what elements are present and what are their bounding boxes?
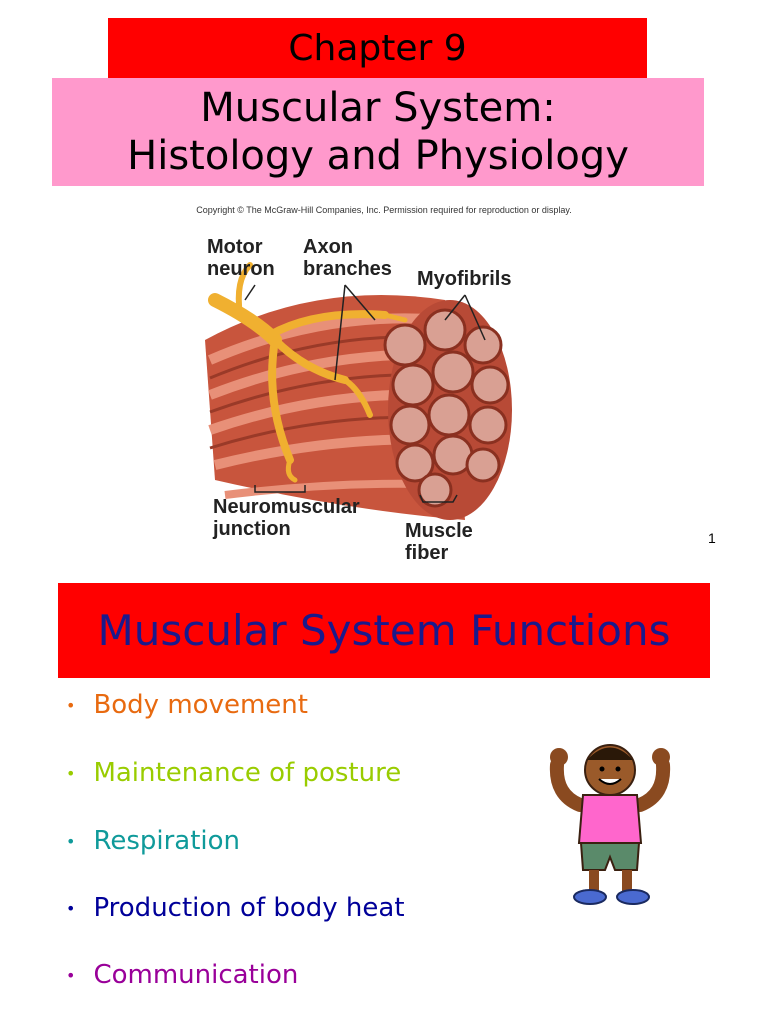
bullet-dot: • <box>66 763 76 783</box>
label-muscle-fiber: Muscle fiber <box>405 520 473 564</box>
bullet-item: • Communication <box>66 960 298 990</box>
page-number: 1 <box>708 530 716 546</box>
muscle-anatomy-figure: Motor neuron Axon branches Myofibrils Ne… <box>195 220 575 580</box>
title-line-1: Muscular System: <box>200 85 556 131</box>
functions-title-banner: Muscular System Functions <box>58 583 710 678</box>
bullet-dot: • <box>66 965 76 985</box>
bullet-item: • Production of body heat <box>66 893 405 923</box>
label-nmj-line1: Neuromuscular <box>213 496 360 518</box>
label-axon-branches: Axon branches <box>303 236 392 280</box>
chapter-banner: Chapter 9 <box>108 18 647 78</box>
bullet-text: Respiration <box>93 826 241 856</box>
label-motor-neuron-line1: Motor <box>207 236 263 258</box>
bullet-item: • Body movement <box>66 690 308 720</box>
functions-title: Muscular System Functions <box>97 606 671 655</box>
copyright-notice: Copyright © The McGraw-Hill Companies, I… <box>196 205 572 215</box>
label-muscle-fiber-line1: Muscle <box>405 520 473 542</box>
label-axon-branches-line2: branches <box>303 258 392 280</box>
strong-kid-clipart <box>545 735 675 910</box>
bullet-item: • Respiration <box>66 826 240 856</box>
label-myofibrils: Myofibrils <box>417 268 512 290</box>
leader-lines <box>244 284 486 503</box>
label-motor-neuron: Motor neuron <box>207 236 275 280</box>
strong-kid-icon <box>549 744 671 905</box>
bullet-text: Production of body heat <box>93 893 405 923</box>
label-muscle-fiber-line2: fiber <box>405 542 449 564</box>
bullet-text: Body movement <box>93 690 308 720</box>
label-nmj-line2: junction <box>213 518 291 540</box>
label-motor-neuron-line2: neuron <box>207 258 275 280</box>
label-axon-branches-line1: Axon <box>303 236 353 258</box>
bullet-dot: • <box>66 898 76 918</box>
bullet-dot: • <box>66 831 76 851</box>
chapter-label: Chapter 9 <box>288 27 467 69</box>
bullet-text: Maintenance of posture <box>93 758 402 788</box>
bullet-dot: • <box>66 695 76 715</box>
bullet-item: • Maintenance of posture <box>66 758 401 788</box>
cross-section <box>383 300 512 520</box>
muscle-illustration <box>205 262 512 520</box>
label-neuromuscular-junction: Neuromuscular junction <box>213 496 360 540</box>
slide-title-box: Muscular System: Histology and Physiolog… <box>52 78 704 186</box>
bullet-text: Communication <box>93 960 299 990</box>
title-line-2: Histology and Physiology <box>127 133 629 179</box>
